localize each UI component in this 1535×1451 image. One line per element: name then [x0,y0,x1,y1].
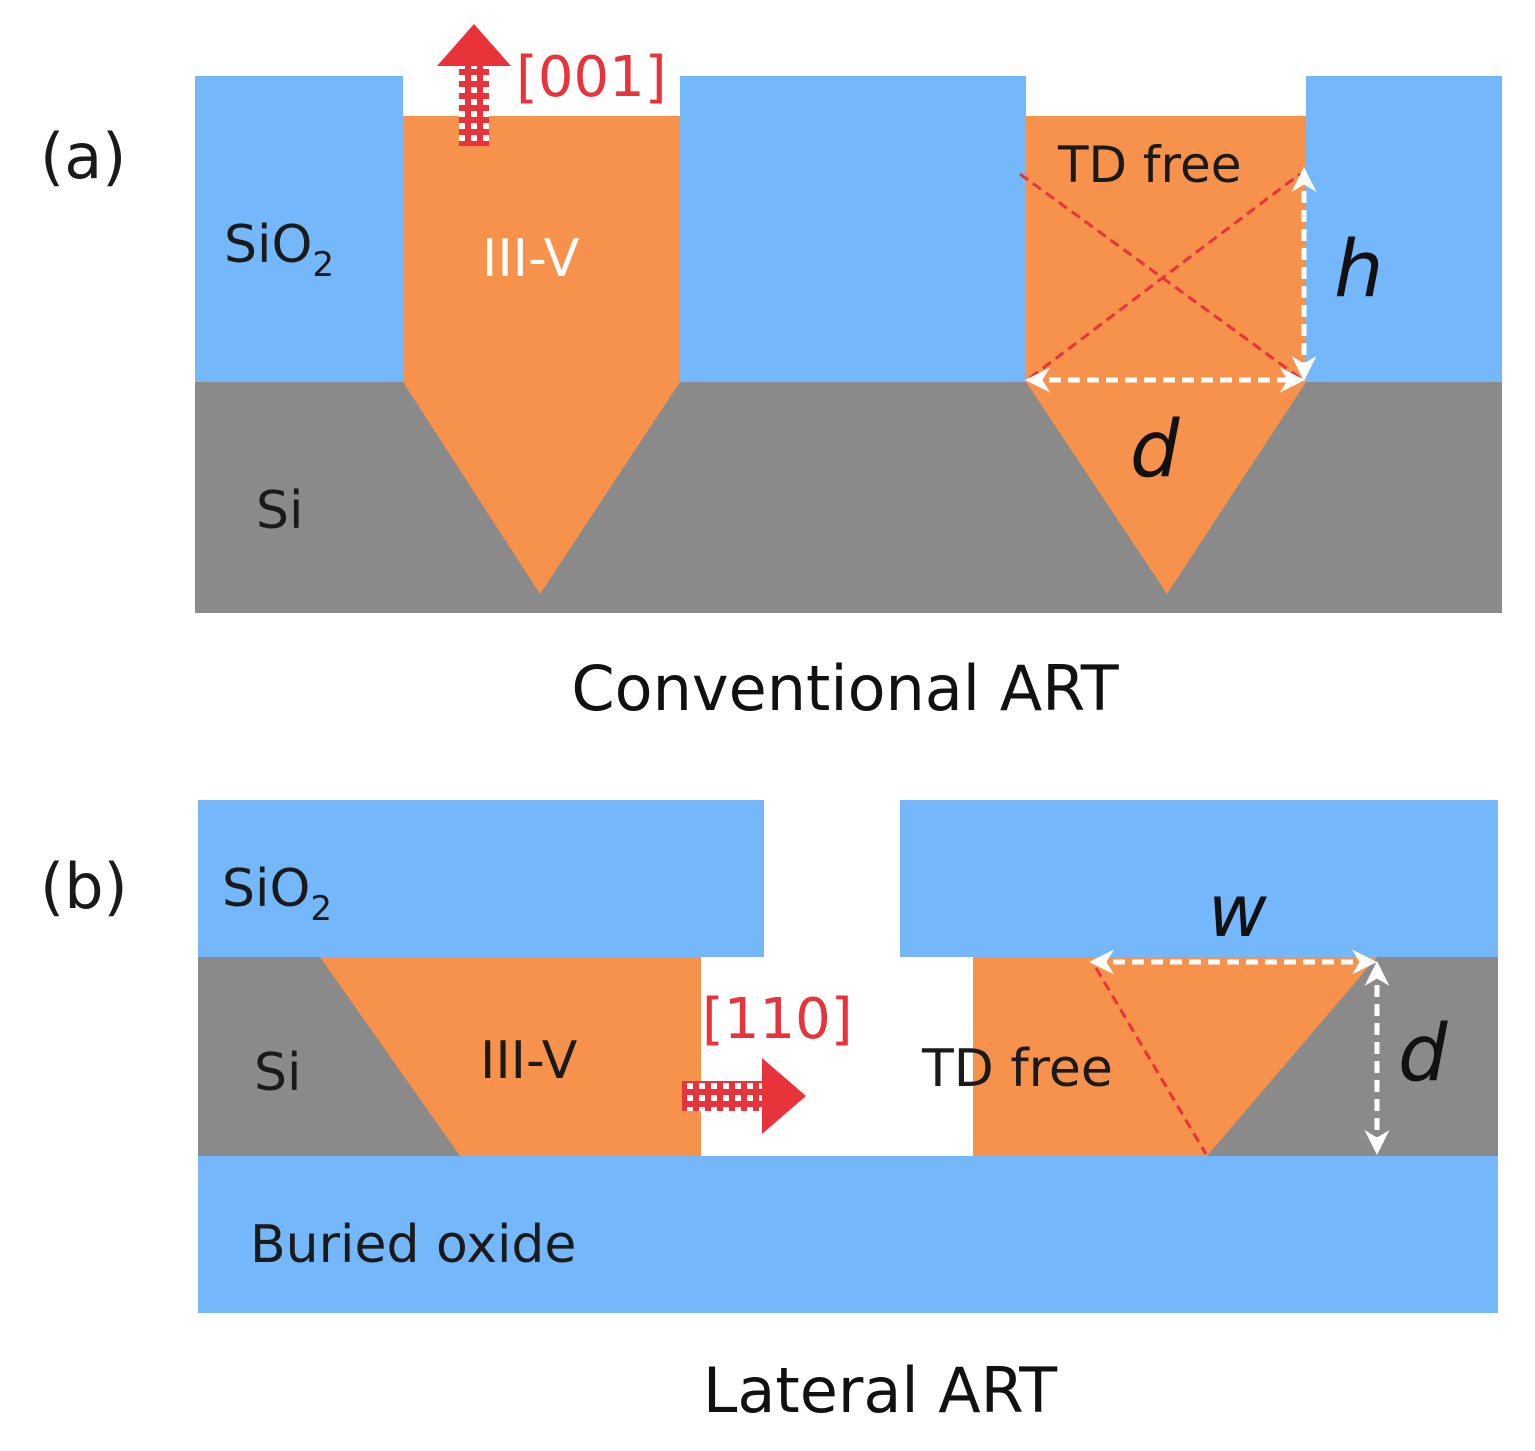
iiiv-region-left [320,957,701,1156]
iiiv-trench-fill-right [1026,116,1306,594]
panel-b: (b) SiO2 Si III-V Buried oxide [110] TD … [40,800,1498,1427]
iiiv-label-b: III-V [480,1031,578,1091]
sio2-label-a: SiO2 [224,215,334,285]
dim-w-label: w [1208,869,1267,953]
sio2-block-left [195,76,403,382]
dislocation-line-a1 [1019,172,1301,380]
direction-label-001: [001] [516,45,667,110]
iiiv-region-right [973,957,1377,1156]
iiiv-label-a: III-V [482,229,580,289]
dislocation-line-b [1094,967,1208,1155]
sio2-label-b: SiO2 [222,859,332,929]
buried-oxide-layer [198,1156,1498,1313]
si-label-a: Si [256,481,303,541]
sio2-top-right [900,800,1498,957]
dim-h-label: h [1334,225,1383,315]
sio2-block-right [1306,76,1502,382]
buried-oxide-label: Buried oxide [250,1215,576,1275]
dim-d-label-a: d [1130,405,1180,495]
caption-a: Conventional ART [571,652,1119,725]
panel-b-tag: (b) [40,850,128,923]
dotted-arrow-up-icon [437,24,511,146]
sio2-top-left [198,800,764,957]
panel-a: (a) SiO2 Si III-V [001] TD free h d Conv… [40,24,1502,725]
caption-b: Lateral ART [703,1354,1058,1427]
td-free-label-a: TD free [1057,136,1242,194]
td-free-label-b: TD free [921,1039,1113,1099]
si-label-b: Si [254,1043,301,1103]
silicon-substrate [195,382,1502,613]
dotted-arrow-right-icon [682,1058,806,1134]
iiiv-trench-fill-left [403,116,680,594]
panel-a-tag: (a) [40,120,126,193]
sio2-block-middle [680,76,1026,382]
direction-label-110: [110] [702,987,853,1052]
dislocation-line-a2 [1029,172,1301,380]
dim-d-label-b: d [1398,1009,1448,1099]
